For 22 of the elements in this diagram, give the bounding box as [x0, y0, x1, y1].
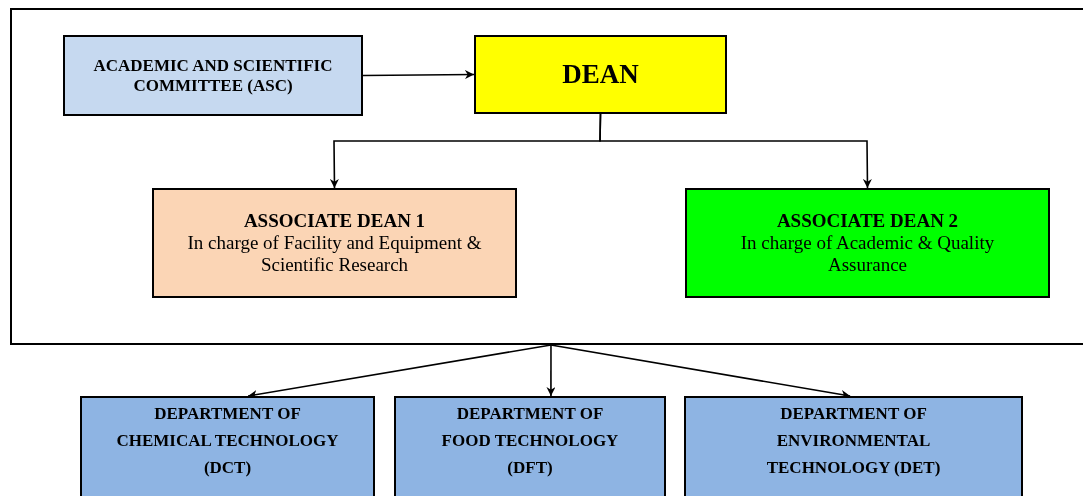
department-box	[80, 396, 375, 496]
arrow	[247, 344, 552, 399]
committee-box	[63, 35, 363, 116]
node-title: DEPARTMENT OF CHEMICAL TECHNOLOGY (DCT)	[115, 403, 340, 480]
node-title: DEPARTMENT OF ENVIRONMENTAL TECHNOLOGY (DET)	[765, 403, 942, 480]
node-title: DEAN	[561, 59, 640, 90]
node-description: In charge of Facility and Equipment & Scientific Research	[186, 232, 483, 276]
department-box	[394, 396, 666, 496]
node-title: ASSOCIATE DEAN 1	[242, 210, 427, 232]
dean-box	[474, 35, 727, 114]
node-title: ASSOCIATE DEAN 2	[775, 210, 960, 232]
associate-dean-box	[685, 188, 1050, 298]
node-title: ACADEMIC AND SCIENTIFIC COMMITTEE (ASC)	[92, 55, 334, 96]
arrow	[362, 70, 475, 80]
node-description: In charge of Academic & Quality Assurance	[739, 232, 996, 276]
department-box	[684, 396, 1023, 496]
node-title: DEPARTMENT OF FOOD TECHNOLOGY (DFT)	[440, 403, 620, 480]
arrow	[550, 344, 851, 399]
arrow	[599, 113, 872, 189]
associate-dean-box	[152, 188, 517, 298]
arrow	[546, 344, 556, 397]
group-frame	[10, 8, 1083, 345]
